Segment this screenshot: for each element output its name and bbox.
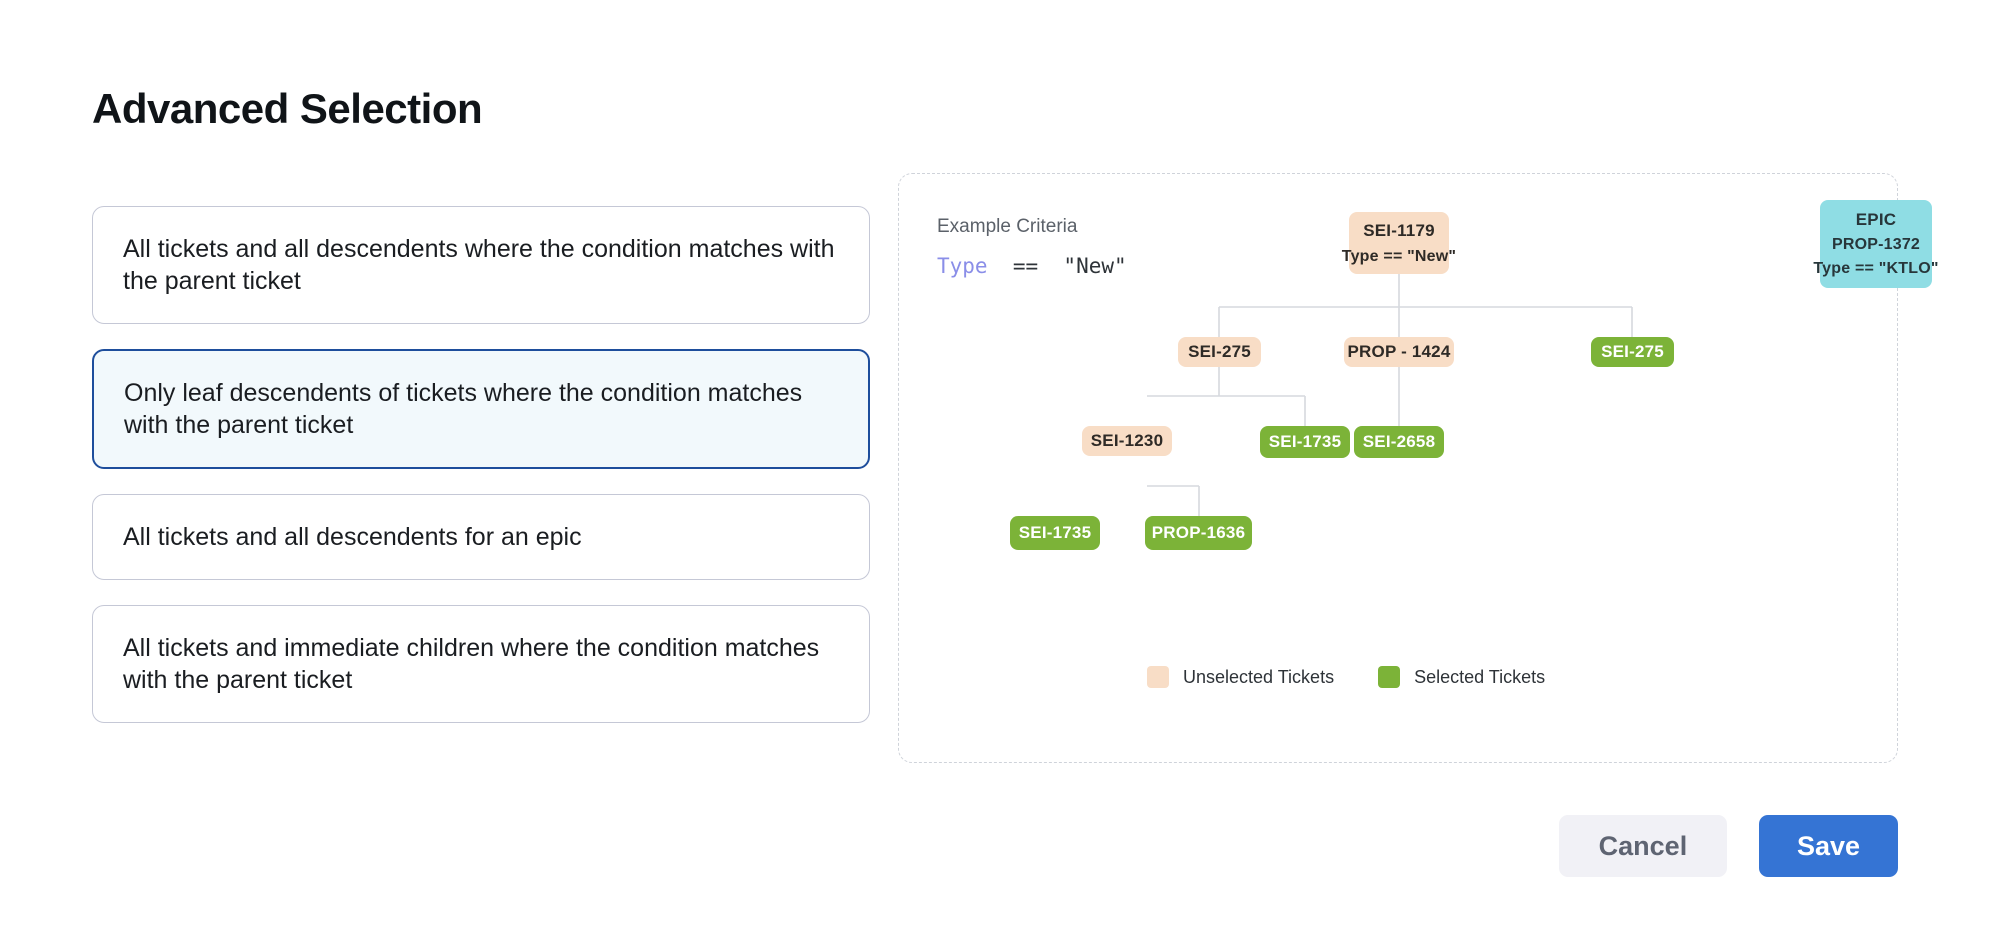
- option-card-leaf-descendents[interactable]: Only leaf descendents of tickets where t…: [92, 349, 870, 469]
- tree-node-prop-1424[interactable]: PROP - 1424: [1344, 337, 1454, 367]
- page-title: Advanced Selection: [92, 85, 483, 133]
- unselected-swatch-icon: [1147, 666, 1169, 688]
- node-id: SEI-1735: [1018, 523, 1092, 542]
- node-id: SEI-1735: [1268, 432, 1342, 451]
- tree-node-sei-1735-leaf[interactable]: SEI-1735: [1010, 516, 1100, 550]
- criteria-operator-value: == "New": [987, 254, 1127, 278]
- diagram-legend: Unselected Tickets Selected Tickets: [1147, 666, 1545, 688]
- example-criteria-label: Example Criteria: [937, 216, 1078, 237]
- legend-label: Selected Tickets: [1414, 666, 1546, 687]
- cancel-button[interactable]: Cancel: [1558, 815, 1727, 877]
- criteria-field-name: Type: [937, 254, 988, 278]
- tree-node-sei-2658[interactable]: SEI-2658: [1354, 426, 1444, 458]
- node-kind: EPIC: [1855, 210, 1897, 229]
- tree-connector-lines: [1147, 274, 1633, 516]
- node-id: SEI-1230: [1090, 431, 1164, 450]
- save-button[interactable]: Save: [1758, 815, 1898, 877]
- dialog-footer: Cancel Save: [1558, 815, 1898, 877]
- example-criteria: Example Criteria Type == "New": [937, 216, 1127, 278]
- legend-item-selected: Selected Tickets: [1378, 666, 1545, 688]
- option-card-all-descendents[interactable]: All tickets and all descendents where th…: [92, 206, 870, 324]
- tree-node-sei-275-left[interactable]: SEI-275: [1178, 337, 1261, 367]
- option-label: All tickets and all descendents for an e…: [123, 523, 582, 551]
- example-diagram-panel: Example Criteria Type == "New": [898, 173, 1938, 763]
- example-criteria-expression: Type == "New": [937, 254, 1127, 278]
- tree-node-sei-1735-mid[interactable]: SEI-1735: [1260, 426, 1350, 458]
- node-id: SEI-275: [1188, 342, 1251, 361]
- tree-node-sei-1230[interactable]: SEI-1230: [1082, 426, 1172, 456]
- ticket-tree: SEI-1179 Type == "New" EPIC PROP-1372 Ty…: [1010, 174, 1938, 762]
- node-id: PROP - 1424: [1347, 342, 1451, 361]
- option-label: All tickets and all descendents where th…: [123, 235, 835, 295]
- node-condition: Type == "New": [1341, 247, 1457, 265]
- node-condition: Type == "KTLO": [1813, 260, 1939, 277]
- node-id: SEI-275: [1601, 342, 1664, 361]
- option-card-immediate-children[interactable]: All tickets and immediate children where…: [92, 605, 870, 723]
- tree-node-sei-1179[interactable]: SEI-1179 Type == "New": [1342, 212, 1456, 274]
- tree-node-epic-prop-1372[interactable]: EPIC PROP-1372 Type == "KTLO": [1813, 200, 1938, 288]
- node-id: SEI-2658: [1362, 432, 1436, 451]
- option-label: Only leaf descendents of tickets where t…: [124, 379, 803, 439]
- option-card-epic-descendents[interactable]: All tickets and all descendents for an e…: [92, 494, 870, 580]
- legend-label: Unselected Tickets: [1183, 666, 1335, 687]
- option-label: All tickets and immediate children where…: [123, 634, 820, 694]
- node-id: SEI-1179: [1363, 220, 1435, 240]
- legend-item-unselected: Unselected Tickets: [1147, 666, 1334, 688]
- node-id: PROP-1636: [1151, 523, 1246, 542]
- node-id: PROP-1372: [1831, 236, 1921, 253]
- tree-node-prop-1636[interactable]: PROP-1636: [1145, 516, 1252, 550]
- selection-options-list: All tickets and all descendents where th…: [92, 206, 870, 723]
- selected-swatch-icon: [1378, 666, 1401, 688]
- tree-node-sei-275-right[interactable]: SEI-275: [1591, 337, 1674, 367]
